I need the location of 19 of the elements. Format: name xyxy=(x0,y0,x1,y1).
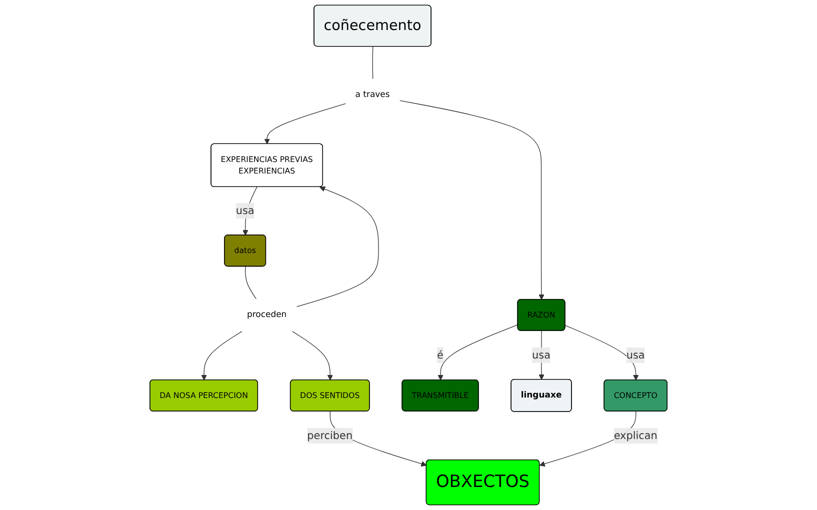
arrow xyxy=(264,103,346,144)
edge-label: usa xyxy=(626,348,645,362)
arrow xyxy=(296,186,379,308)
arrow xyxy=(201,331,242,380)
connector xyxy=(372,46,374,80)
arrow xyxy=(438,324,518,380)
arrow xyxy=(400,100,544,300)
arrow xyxy=(538,330,544,380)
node-text: proceden xyxy=(246,310,287,320)
edge-label: usa xyxy=(532,348,550,362)
arrow xyxy=(242,186,258,236)
edge-label: perciben xyxy=(307,429,353,442)
edge-label: explican xyxy=(614,429,658,442)
edge-label: é xyxy=(437,348,444,362)
arrow xyxy=(292,331,333,380)
arrow xyxy=(564,325,639,380)
connector xyxy=(245,266,257,300)
edge-label: usa xyxy=(236,204,254,217)
node-text: a traves xyxy=(355,90,390,100)
